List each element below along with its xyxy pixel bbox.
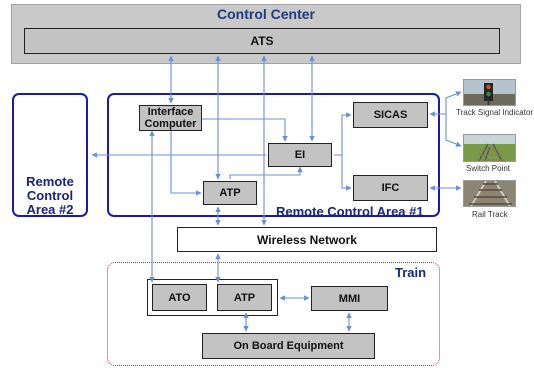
link-sicas-signal bbox=[429, 91, 462, 117]
switch-point-photo bbox=[463, 134, 516, 162]
switch-point-image bbox=[464, 135, 515, 161]
track-signal-photo bbox=[463, 79, 516, 106]
sicas-box: SICAS bbox=[353, 102, 428, 128]
wireless-network-box: Wireless Network bbox=[177, 227, 437, 252]
remote-area-1-label: Remote Control Area #1 bbox=[276, 204, 424, 219]
switch-point-caption: Switch Point bbox=[466, 164, 511, 173]
link-interface-ei bbox=[202, 118, 288, 142]
link-sicas-switch bbox=[445, 114, 462, 147]
on-board-equipment-box: On Board Equipment bbox=[202, 333, 375, 359]
mmi-box: MMI bbox=[311, 286, 388, 311]
train-label: Train bbox=[395, 265, 427, 280]
ifc-box: IFC bbox=[353, 175, 428, 201]
interface-computer-box: Interface Computer bbox=[139, 105, 202, 131]
track-signal-indicator-caption: Track Signal Indicator bbox=[456, 108, 534, 117]
ats-box: ATS bbox=[24, 28, 500, 54]
control-center-title: Control Center bbox=[217, 6, 315, 22]
train-atp-box: ATP bbox=[217, 284, 272, 311]
remote-area-2-label-line1: Remote bbox=[26, 174, 74, 189]
ato-box: ATO bbox=[152, 284, 207, 311]
remote-area-2-label-line3: Area #2 bbox=[26, 202, 74, 217]
remote-area-2-label-line2: Control bbox=[26, 188, 74, 203]
atp-box: ATP bbox=[203, 181, 257, 205]
link-ei-ifc bbox=[341, 155, 352, 191]
track-signal-image bbox=[464, 80, 515, 105]
ei-box: EI bbox=[268, 143, 332, 167]
rail-track-photo bbox=[463, 180, 516, 207]
remote-area-2-frame bbox=[12, 93, 88, 217]
train-frame bbox=[107, 262, 440, 366]
remote-area-2-label: Remote Control Area #2 bbox=[12, 175, 88, 217]
link-ei-sicas bbox=[334, 112, 352, 156]
link-interface-atp bbox=[170, 131, 202, 196]
rail-track-caption: Rail Track bbox=[472, 210, 508, 219]
link-ei-atp bbox=[229, 166, 303, 179]
rail-track-image bbox=[464, 181, 515, 206]
